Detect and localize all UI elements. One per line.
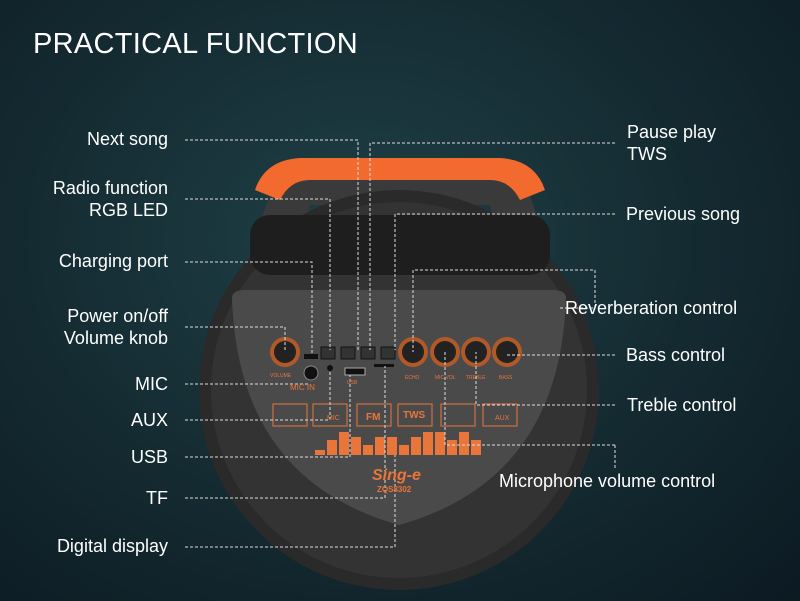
leader-lines — [185, 139, 616, 548]
tf-slot — [374, 364, 394, 367]
tws-label: TWS — [403, 410, 426, 421]
model-number: ZQS8302 — [377, 485, 412, 494]
label-usb: USB — [130, 447, 168, 467]
usb-label: USB — [347, 380, 358, 386]
bass-label: BASS — [499, 375, 513, 381]
label-tf: TF — [146, 488, 168, 508]
label-aux: AUX — [130, 410, 168, 430]
aux-mode-label: AUX — [495, 415, 510, 422]
label-radio-function: Radio function — [52, 178, 168, 198]
usb-port — [344, 367, 366, 376]
label-volume-knob: Volume knob — [63, 328, 168, 348]
mic-jack — [303, 365, 319, 381]
volume-label: VOLUME — [270, 373, 292, 379]
page-title: PRACTICAL FUNCTION — [33, 28, 358, 60]
treble-label: TREBLE — [466, 375, 486, 381]
label-next-song: Next song — [86, 129, 168, 149]
knobs — [270, 337, 522, 367]
equalizer-display — [315, 432, 481, 455]
label-charging-port: Charging port — [58, 251, 168, 271]
mic-mode-label: MIC — [327, 415, 340, 422]
echo-label: ECHO — [405, 375, 420, 381]
label-microphone-volume-control: Microphone volume control — [499, 471, 716, 491]
label-power: Power on/off — [67, 306, 168, 326]
label-reverberation-control: Reverberation control — [565, 298, 738, 318]
label-previous-song: Previous song — [626, 204, 741, 224]
label-tws: TWS — [627, 144, 667, 164]
label-treble-control: Treble control — [627, 395, 737, 415]
brand-logo: Sing-e — [372, 467, 421, 484]
label-mic: MIC — [135, 374, 168, 394]
label-pause-play: Pause play — [627, 122, 717, 142]
aux-jack — [327, 365, 333, 371]
label-digital-display: Digital display — [56, 536, 168, 556]
charging-port — [304, 354, 318, 359]
speaker-handle — [250, 158, 548, 250]
label-rgb-led: RGB LED — [88, 200, 168, 220]
mic-in-label: MIC IN — [290, 383, 315, 392]
buttons — [320, 346, 396, 360]
label-bass-control: Bass control — [626, 345, 726, 365]
fm-label: FM — [366, 412, 380, 423]
mic-vol-label: MIC VOL — [435, 375, 456, 381]
